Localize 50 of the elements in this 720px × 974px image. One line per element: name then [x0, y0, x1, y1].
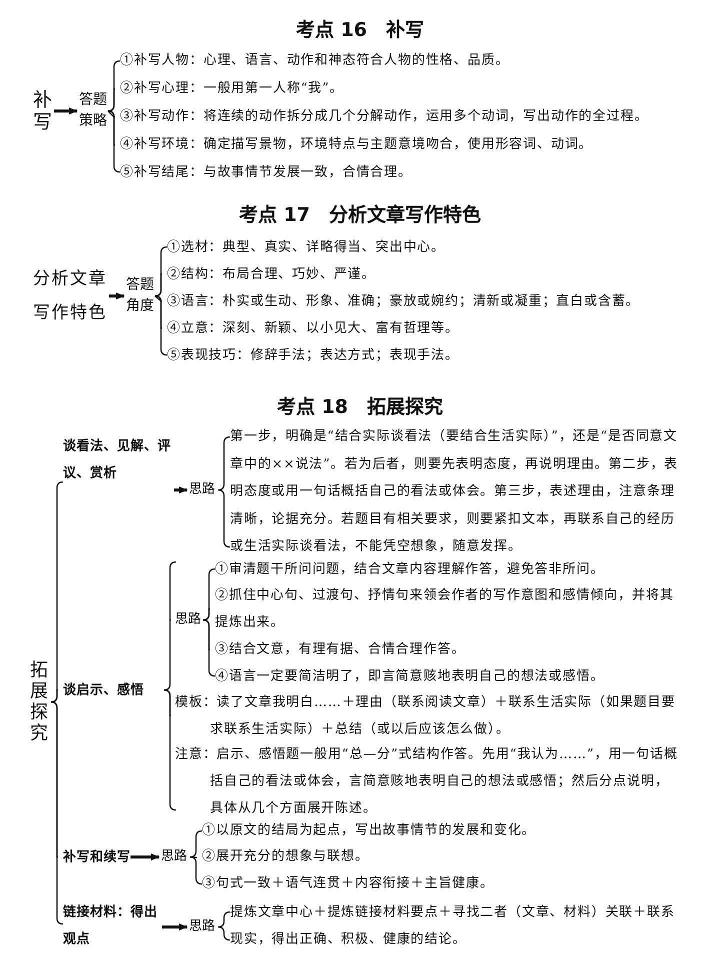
- section-heading: 考点 17 分析文章写作特色: [238, 203, 482, 227]
- branch-label: 答题策略: [79, 90, 108, 132]
- point-text: ④语言一定要简洁明了，即言简意赅地表明自己的想法或感悟。: [210, 663, 604, 690]
- arrow: [174, 486, 188, 494]
- section-heading: 考点 18 拓展探究: [276, 395, 444, 419]
- branch-label: 思路: [161, 847, 187, 867]
- brace: [190, 856, 198, 858]
- category-label: 谈看法、见解、评议、赏析: [58, 433, 174, 487]
- point-text: ①补写人物：心理、语言、动作和神态符合人物的性格、品质。: [115, 47, 510, 75]
- brace: [217, 436, 231, 548]
- category-label: 补写和续写: [58, 844, 130, 870]
- paragraph-text: 提炼文章中心＋提炼链接材料要点＋寻找二者（文章、材料）关联＋联系现实，得出正确、积极、健康的结论。: [225, 898, 680, 954]
- category-label: 链接材料：得出观点: [58, 899, 162, 953]
- brace: [163, 561, 177, 691]
- brace: [108, 88, 116, 112]
- point-text: ④补写环境：确定描写景物，环境特点与主题意境吻合，使用形容词、动词。: [115, 131, 593, 159]
- topic-label: 拓展探究: [30, 660, 50, 744]
- category-label: 谈启示、感悟: [58, 676, 144, 704]
- point-text: ②抓住中心句、过渡句、抒情句来领会作者的写作意图和感情倾向，并将其提炼出来。: [210, 582, 680, 636]
- branch-label: 思路: [189, 480, 215, 500]
- section-heading: 考点 16 补写: [296, 18, 424, 42]
- point-text: ③结合文意，有理有据、合情合理作答。: [210, 636, 466, 663]
- brace: [154, 296, 162, 302]
- brace: [190, 830, 202, 858]
- arrow: [130, 853, 160, 861]
- topic-label: 补写: [33, 89, 54, 133]
- point-text: ②补写心理：一般用第一人称“我”。: [115, 75, 344, 103]
- arrow: [162, 923, 188, 931]
- point-text: ⑤表现技巧：修辞手法；表达方式；表现手法。: [162, 342, 459, 368]
- branch-label: 思路: [189, 917, 215, 937]
- point-text: ③补写动作：将连续的动作拆分成几个分解动作，运用多个动词，写出动作的全过程。: [115, 103, 648, 131]
- topic-label: 分析文章写作特色: [33, 262, 109, 330]
- brace: [50, 689, 58, 703]
- point-text: ④立意：深刻、新颖、以小见大、富有哲理等。: [162, 314, 459, 342]
- brace: [154, 273, 162, 297]
- point-text: ③语言：朴实或生动、形象、准确；豪放或婉约；清新或凝重；直白或含蓄。: [162, 288, 640, 314]
- point-text: ②结构：布局合理、巧妙、严谨。: [162, 260, 376, 288]
- brace: [217, 911, 231, 941]
- brace: [108, 110, 116, 118]
- brace: [202, 608, 210, 621]
- arrow: [109, 292, 125, 300]
- arrow: [54, 107, 78, 115]
- branch-label: 答题角度: [126, 275, 155, 317]
- point-text: ③句式一致＋语气连贯＋内容衔接＋主旨健康。: [197, 870, 494, 898]
- point-text: ⑤补写结尾：与故事情节发展一致，合情合理。: [115, 159, 412, 187]
- point-text: ①选材：典型、真实、详略得当、突出中心。: [162, 234, 445, 260]
- branch-label: 思路: [171, 610, 201, 630]
- note-text: 模板：读了文章我明白……＋理由（联系阅读文章）＋联系生活实际（如果题目要求联系生活实际）＋总结（或以后应该怎么做）。: [171, 688, 679, 742]
- point-text: ②展开充分的想象与联想。: [197, 844, 369, 871]
- brace: [190, 856, 202, 885]
